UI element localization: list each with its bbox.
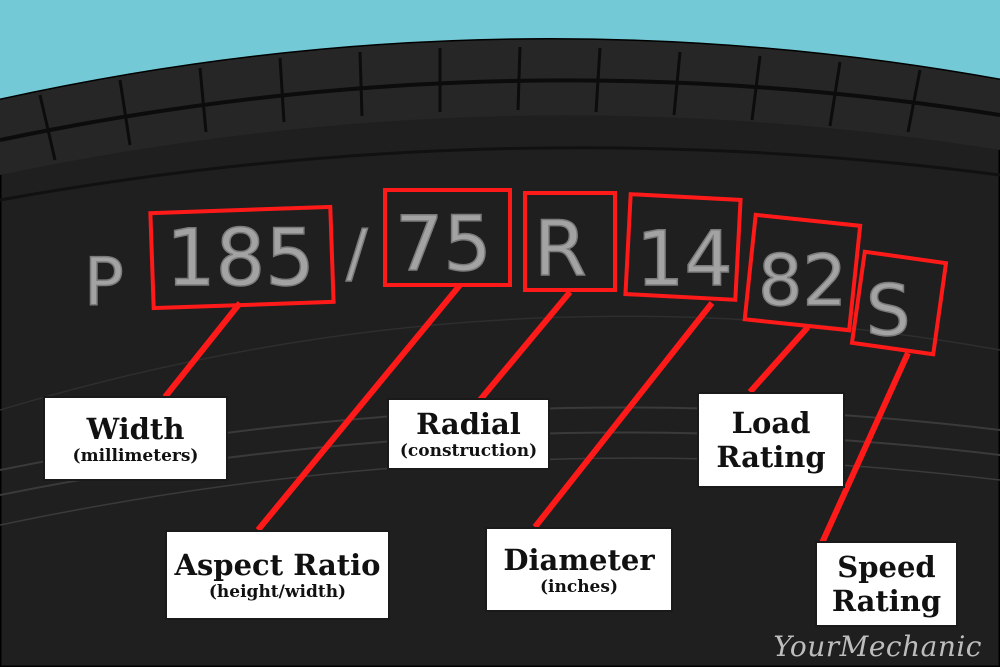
speed-symbol-text: S — [866, 270, 910, 352]
width-label-title: Width — [87, 412, 185, 446]
yourmechanic-watermark: YourMechanic — [773, 630, 982, 663]
diameter-code-text: 14 — [636, 214, 733, 303]
diameter-label: Diameter (inches) — [485, 527, 673, 612]
speed-rating-label-line1: Speed — [837, 550, 935, 584]
radial-label-title: Radial — [416, 407, 521, 441]
diameter-label-subtitle: (inches) — [540, 577, 618, 597]
aspect-ratio-label-title: Aspect Ratio — [174, 548, 380, 582]
construction-code-text: R — [534, 204, 587, 293]
width-label: Width (millimeters) — [43, 396, 228, 481]
load-rating-label-line1: Load — [732, 406, 811, 440]
load-rating-label: Load Rating — [697, 392, 845, 488]
type-letter-text: P — [84, 244, 124, 321]
radial-label-subtitle: (construction) — [400, 441, 537, 461]
speed-rating-label-line2: Rating — [832, 584, 941, 618]
load-rating-label-line2: Rating — [716, 440, 825, 474]
width-code-text: 185 — [166, 214, 315, 304]
aspect-ratio-label: Aspect Ratio (height/width) — [165, 530, 390, 620]
slash-text: / — [346, 217, 368, 291]
radial-label: Radial (construction) — [387, 398, 550, 470]
aspect-ratio-label-subtitle: (height/width) — [209, 582, 346, 602]
diameter-label-title: Diameter — [503, 543, 654, 577]
aspect-code-text: 75 — [395, 199, 492, 288]
width-label-subtitle: (millimeters) — [73, 446, 199, 466]
speed-rating-label: Speed Rating — [815, 541, 958, 627]
load-index-text: 82 — [758, 240, 847, 322]
